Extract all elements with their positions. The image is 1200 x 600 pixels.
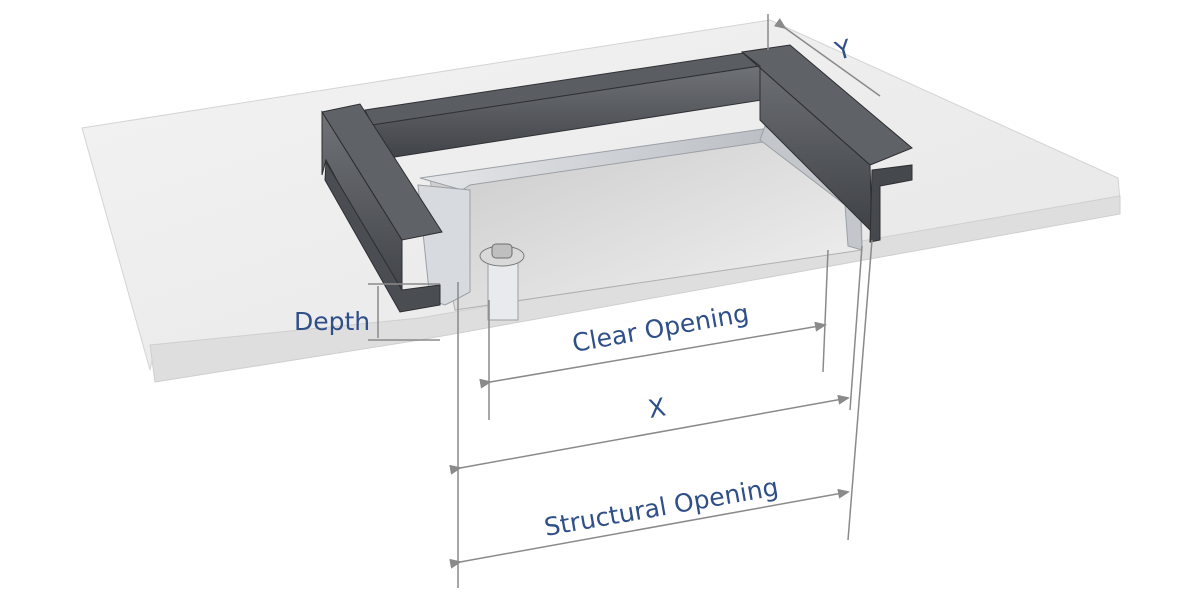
dimension-lines	[368, 14, 881, 588]
channel-right-lower-lip	[869, 164, 913, 243]
clear-opening-line	[479, 321, 827, 389]
cover-assembly	[321, 44, 913, 321]
extension-line-3	[822, 249, 829, 373]
extension-line-4	[849, 245, 863, 411]
structural-opening-line	[449, 488, 850, 569]
frame-post-left	[487, 261, 519, 321]
channel-left-lower-lip	[324, 160, 441, 313]
structural-opening-label: Structural Opening	[542, 472, 781, 542]
y-dimension-line	[773, 18, 881, 97]
channel-right-face	[741, 51, 873, 234]
latch-icon	[479, 243, 525, 267]
x-label: X	[646, 392, 668, 424]
extension-line-5	[847, 239, 873, 541]
depth-label: Depth	[294, 307, 370, 336]
slab-front-edge	[149, 195, 1121, 383]
x-line	[449, 394, 850, 475]
